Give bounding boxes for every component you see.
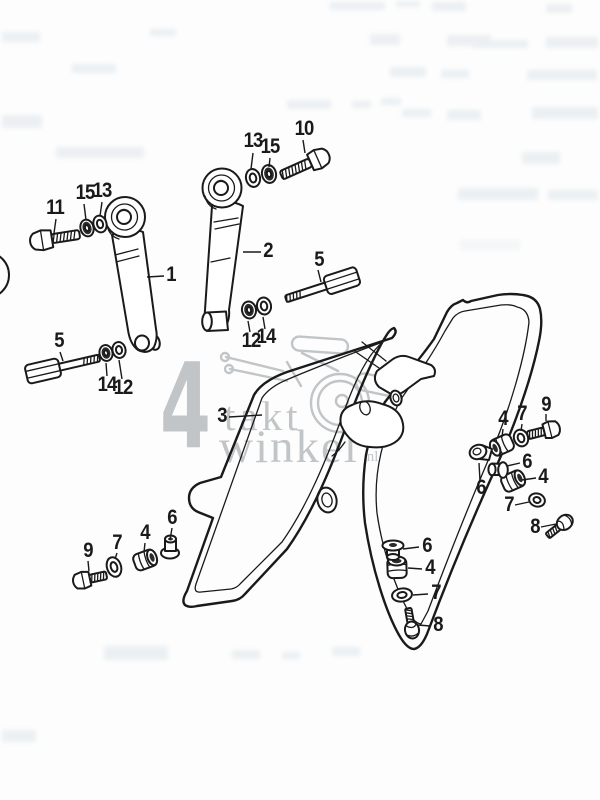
side-cover-left: [182, 326, 397, 608]
washer-7-right-top: [512, 428, 530, 448]
watermark-big-4: 4: [160, 337, 211, 475]
leader-line-8: [417, 624, 431, 627]
washer-12-left: [111, 341, 127, 359]
washer-14-left: [98, 344, 114, 362]
leader-line-9: [87, 560, 90, 572]
leader-line-7: [514, 501, 530, 506]
leader-line-6: [506, 462, 521, 467]
washer-15-mid: [260, 164, 278, 184]
washer-13-left: [92, 214, 108, 234]
bolt-8-bottom: [403, 607, 421, 640]
stud-bolt-5-upper: [284, 266, 362, 303]
collar-6-bottom-left: [160, 534, 180, 560]
leader-line-15: [83, 203, 87, 221]
leader-line-4: [143, 542, 146, 553]
leader-lines: [53, 139, 557, 627]
bolt-11: [29, 229, 81, 252]
cover-latch-bracket: [352, 341, 436, 407]
grommet-4-bottom-left: [132, 548, 159, 572]
leader-line-3: [228, 414, 263, 418]
leader-line-6: [402, 546, 420, 550]
leader-line-14: [105, 362, 108, 377]
bolt-9-right: [526, 420, 561, 440]
leader-line-12: [118, 359, 123, 380]
collar-6-right-mid: [487, 461, 509, 479]
washer-15-left: [79, 218, 95, 238]
leader-line-6: [478, 462, 481, 482]
leader-line-13: [250, 152, 254, 170]
leader-line-10: [302, 139, 306, 154]
mount-boot: [331, 400, 405, 457]
washer-12-mid: [240, 300, 258, 320]
leader-line-11: [53, 218, 57, 234]
hanger-arm-2: [201, 167, 244, 332]
leader-line-1: [146, 275, 165, 278]
leader-line-5: [317, 269, 322, 283]
bolt-9-lower-left: [72, 570, 108, 590]
collar-6-bottom-mid: [381, 539, 405, 561]
leader-line-7: [114, 552, 118, 560]
washer-7-bottom-mid: [391, 587, 413, 603]
leader-line-5: [59, 351, 64, 362]
cover-grommet-hole: [316, 486, 338, 514]
grommet-4-bottom-mid: [386, 555, 408, 580]
washer-7-right-low: [528, 492, 546, 508]
washer-13-mid: [244, 168, 262, 188]
page-showthrough-smudges: [2, 1, 598, 742]
collar-6-right-upper: [468, 443, 493, 461]
leader-line-8: [540, 523, 557, 528]
leader-line-14: [262, 316, 266, 330]
leader-line-4: [501, 428, 504, 438]
leader-line-15: [268, 157, 271, 168]
leader-line-13: [99, 201, 103, 217]
leader-line-12: [247, 320, 251, 333]
page-edge-partial-part: [0, 255, 10, 295]
stud-bolt-5-lower: [24, 353, 101, 385]
leader-line-4: [407, 567, 423, 570]
leader-line-4: [521, 477, 537, 481]
leader-line-7: [412, 593, 429, 596]
bolt-8-right: [545, 513, 574, 539]
washer-7-bottom-left: [105, 556, 123, 578]
washer-14-mid: [255, 296, 273, 316]
hanger-arm-1: [104, 196, 161, 353]
bolt-10: [279, 147, 331, 181]
leader-line-6: [169, 527, 173, 541]
leader-line-7: [520, 423, 523, 432]
